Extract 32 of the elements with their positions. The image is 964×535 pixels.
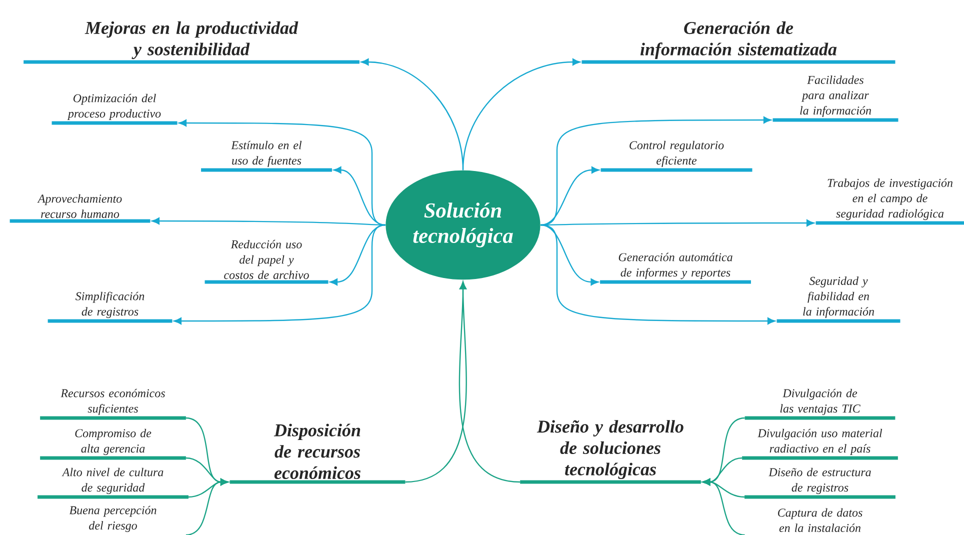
arrow	[540, 224, 598, 286]
branch-label: Reducción uso del papel y costos de archivo	[204, 240, 328, 284]
arrow	[540, 166, 600, 226]
branch-heading: Disposición de recursos económicos	[230, 424, 406, 484]
branch-label: Control regulatorio eficiente	[600, 140, 752, 172]
arrow	[174, 224, 386, 324]
branch-label: Divulgación de las ventajas TIC	[744, 388, 896, 420]
branch-heading: Generación de información sistematizada	[582, 21, 896, 64]
branch-label: Generación automática de informes y reportes	[600, 252, 751, 284]
branch-label: Estímulo en el uso de fuentes	[201, 140, 332, 172]
branch-label: Diseño de estructura de registros	[744, 468, 896, 499]
arrow	[458, 282, 520, 483]
branch-label: Recursos económicos suficientes	[40, 388, 186, 420]
branch-label: Alto nivel de cultura de seguridad	[38, 468, 188, 499]
branch-label: Simplificación de registros	[48, 292, 172, 323]
branch-label: Divulgación uso material radiactivo en el país	[742, 428, 898, 460]
arrow	[702, 478, 745, 535]
arrow	[330, 224, 386, 286]
branch-label: Facilidades para analizar la información	[772, 76, 898, 122]
branch-label: Optimización del proceso productivo	[52, 94, 178, 125]
arrow	[334, 166, 386, 226]
branch-heading: Mejoras en la productividad y sostenibilidad	[24, 21, 360, 64]
branch-label: Seguridad y fiabilidad en la información	[776, 276, 900, 323]
branch-heading: Diseño y desarrollo de soluciones tecnológicas	[520, 420, 701, 484]
branch-label: Compromiso de alta gerencia	[40, 428, 186, 460]
arrow	[462, 58, 580, 170]
branch-label: Trabajos de investigación en el campo de seguridad radiológica	[816, 178, 964, 225]
arrow	[186, 478, 228, 535]
branch-label: Buena percepción del riesgo	[69, 506, 156, 532]
arrow	[540, 224, 776, 324]
branch-label: Aprovechamiento recurso humano	[10, 194, 150, 223]
branch-label: Captura de datos en la instalación	[778, 508, 862, 532]
